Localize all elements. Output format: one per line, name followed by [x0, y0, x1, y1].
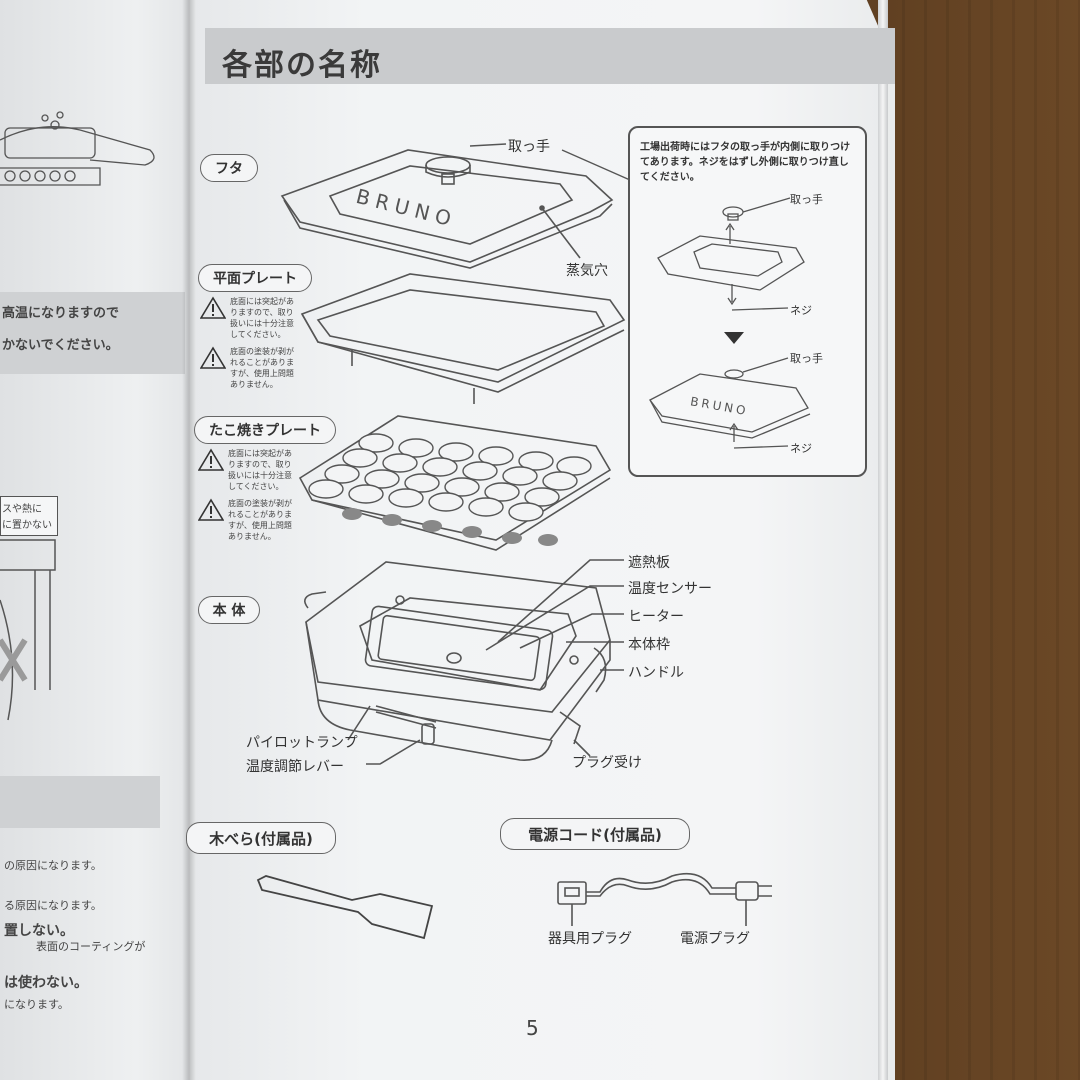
- warning-flat-1: 底面には突起がありますので、取り扱いには十分注意してください。: [200, 296, 300, 340]
- label-steam-hole: 蒸気穴: [566, 263, 608, 279]
- left-caption-line-2: に置かない: [2, 520, 52, 531]
- inset-diagram: BRUNO: [649, 197, 811, 449]
- label-temp-sensor: 温度センサー: [628, 581, 712, 597]
- inset-brand-text: BRUNO: [689, 394, 749, 418]
- label-plug-receiver: プラグ受け: [572, 755, 642, 771]
- warning-tako-2-text: 底面の塗装が剥がれることがありますが、使用上問題ありません。: [228, 499, 292, 541]
- left-section-bar: [0, 776, 160, 828]
- warning-icon: [200, 296, 226, 319]
- left-caption-box: [0, 496, 58, 536]
- section-flat-plate-label: 平面プレート: [198, 264, 312, 292]
- page-title: 各部の名称: [222, 48, 382, 83]
- section-power-cord-label: 電源コード(付属品): [500, 818, 690, 850]
- flat-plate-illustration: [300, 273, 626, 404]
- takoyaki-wells: [308, 433, 592, 522]
- body-illustration: [304, 561, 611, 761]
- section-lid-label: フタ: [200, 154, 258, 182]
- warning-flat-2-text: 底面の塗装が剥がれることがありますが、使用上問題ありません。: [230, 347, 294, 389]
- inset-instruction-text: 工場出荷時にはフタの取っ手が内側に取りつけてあります。ネジをはずし外側に取りつけ…: [640, 142, 851, 183]
- warning-tako-1: 底面には突起がありますので、取り扱いには十分注意してください。: [198, 448, 298, 492]
- left-text-4: 表面のコーティングが: [36, 940, 146, 953]
- left-warning-line-1: 高温になりますので: [2, 306, 120, 321]
- warning-flat-2: 底面の塗装が剥がれることがありますが、使用上問題ありません。: [200, 346, 300, 390]
- inset-label-screw-2: ネジ: [790, 442, 812, 455]
- warning-flat-1-text: 底面には突起がありますので、取り扱いには十分注意してください。: [230, 297, 294, 339]
- left-page: 高温になりますので かないでください。 スや熱に に置かない の原因になります。…: [0, 0, 195, 1080]
- cross-mark-icon: [0, 638, 28, 682]
- label-side-handle: ハンドル: [628, 665, 684, 681]
- left-text-6: になります。: [4, 998, 69, 1011]
- takoyaki-plate-illustration: [298, 415, 612, 551]
- warning-tako-2: 底面の塗装が剥がれることがありますが、使用上問題ありません。: [198, 498, 298, 542]
- left-text-3: 置しない。: [4, 923, 74, 939]
- lid-illustration: [280, 143, 614, 269]
- inset-label-handle-2: 取っ手: [790, 352, 823, 365]
- warning-tako-1-text: 底面には突起がありますので、取り扱いには十分注意してください。: [228, 449, 292, 491]
- label-power-plug: 電源プラグ: [680, 931, 750, 947]
- left-warning-line-2: かないでください。: [2, 338, 119, 353]
- left-page-illustrations: [0, 111, 155, 721]
- book-gutter: [182, 0, 196, 1080]
- warning-icon: [198, 448, 224, 471]
- label-appliance-plug: 器具用プラグ: [548, 931, 632, 947]
- label-temp-lever: 温度調節レバー: [246, 759, 344, 775]
- left-caption-line-1: スや熱に: [2, 504, 42, 515]
- label-heat-shield: 遮熱板: [628, 555, 670, 571]
- section-takoyaki-plate-label: たこ焼きプレート: [194, 416, 336, 444]
- label-handle: 取っ手: [508, 139, 550, 155]
- warning-icon: [198, 498, 224, 521]
- down-arrow-icon: [724, 332, 744, 344]
- left-text-2: る原因になります。: [4, 899, 102, 912]
- page-edge: [878, 0, 888, 1080]
- title-bar: [205, 28, 895, 84]
- section-body-label: 本 体: [198, 596, 260, 624]
- page-number: 5: [526, 1016, 539, 1040]
- left-text-5: は使わない。: [4, 975, 88, 991]
- section-spatula-label: 木べら(付属品): [186, 822, 336, 854]
- label-heater: ヒーター: [628, 609, 684, 625]
- handle-reattach-inset: [628, 126, 867, 477]
- inset-label-screw-1: ネジ: [790, 304, 812, 317]
- warning-icon: [200, 346, 226, 369]
- takoyaki-bottom-bumps: [342, 508, 558, 546]
- label-body-frame: 本体枠: [628, 637, 670, 653]
- left-warning-box: [0, 292, 185, 374]
- left-text-1: の原因になります。: [4, 859, 102, 872]
- inset-label-handle-1: 取っ手: [790, 193, 823, 206]
- label-pilot-lamp: パイロットランプ: [246, 735, 358, 751]
